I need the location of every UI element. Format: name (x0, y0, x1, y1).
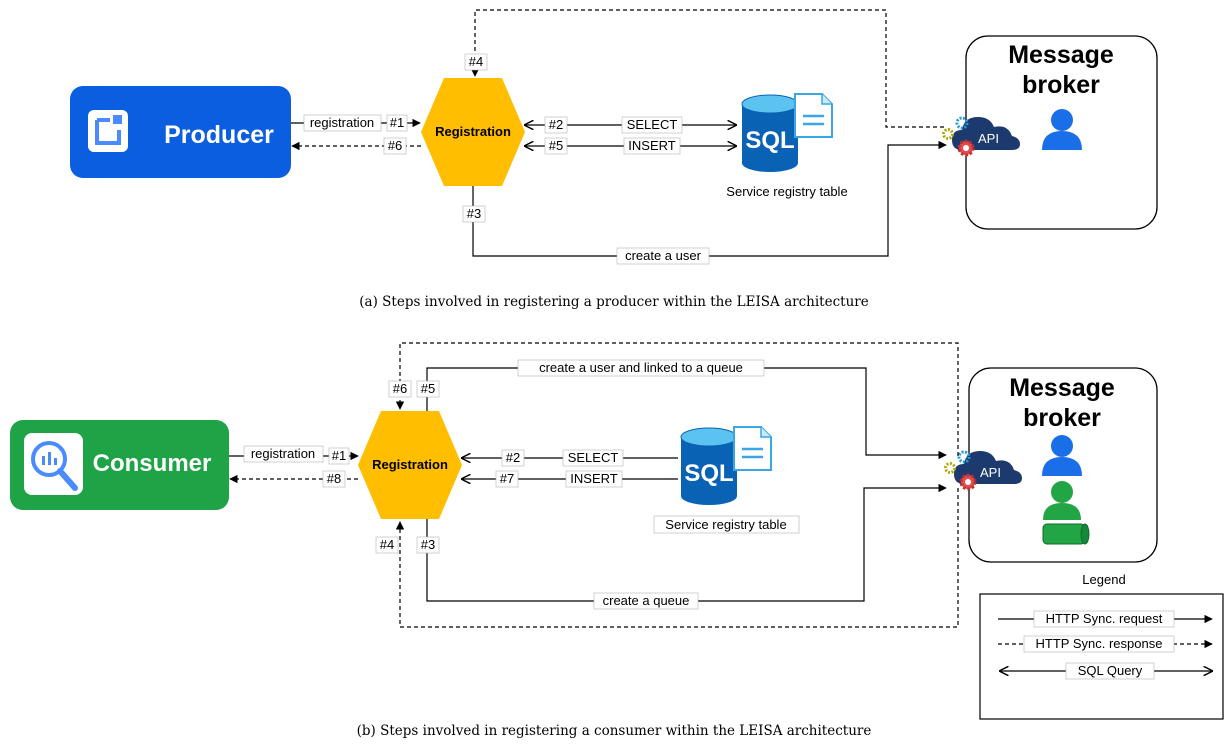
api-label-a: API (978, 131, 999, 146)
legend-http-request: HTTP Sync. request (1046, 611, 1163, 626)
legend-title: Legend (1082, 572, 1125, 587)
legend-http-response: HTTP Sync. response (1036, 636, 1163, 651)
label-select-a: SELECT (627, 117, 678, 132)
label-step5-a: #5 (549, 138, 563, 153)
edge-create-queue-b (426, 483, 947, 602)
edge-feedback-6-b (395, 342, 959, 456)
label-create-queue-b: create a queue (603, 593, 690, 608)
consumer-node: Consumer (10, 420, 229, 510)
registration-node-a: Registration (421, 78, 525, 186)
legend: Legend HTTP Sync. request HTTP Sync. res… (979, 572, 1224, 720)
edge-feedback-4-b (395, 488, 959, 628)
registration-label-b: Registration (372, 457, 448, 472)
api-label-b: API (980, 465, 1001, 480)
queue-user-icon (1042, 481, 1090, 545)
consumer-label: Consumer (93, 450, 212, 477)
label-insert-b: INSERT (570, 471, 617, 486)
label-step4-b: #4 (380, 537, 394, 552)
part-a: Producer Registration SQL Service regist… (70, 9, 1158, 310)
label-step5-b: #5 (421, 381, 435, 396)
edges-b: registration #1 #8 #2 SELECT #7 INSERT #… (229, 342, 959, 628)
edge-create-user-a (472, 140, 947, 257)
edges-a: registration #1 #6 #2 SELECT #5 INSERT #… (291, 9, 947, 265)
label-step8-b: #8 (327, 471, 341, 486)
db-caption-a: Service registry table (726, 184, 847, 199)
part-b: Consumer Registration SQL Service regist… (10, 342, 1224, 739)
label-step2-a: #2 (549, 117, 563, 132)
message-broker-a: Message broker API (942, 35, 1158, 230)
caption-a: (a) Steps involved in registering a prod… (359, 294, 868, 310)
label-step6-b: #6 (393, 381, 407, 396)
db-caption-b: Service registry table (665, 517, 786, 532)
edge-feedback-a (470, 9, 944, 128)
label-step4-a: #4 (469, 54, 483, 69)
label-create-user-queue-b: create a user and linked to a queue (539, 360, 743, 375)
sql-database-a: SQL Service registry table (726, 93, 848, 199)
label-create-user-a: create a user (625, 248, 702, 263)
producer-label: Producer (164, 121, 274, 149)
sql-database-b: SQL Service registry table (653, 426, 800, 534)
caption-b: (b) Steps involved in registering a cons… (357, 723, 872, 739)
broker-title-b1: Message (1009, 374, 1115, 402)
sql-icon-label-b: SQL (684, 460, 733, 487)
label-registration-b: registration (251, 446, 315, 461)
broker-title-a2: broker (1022, 71, 1100, 99)
user-icon-b (1042, 435, 1082, 476)
label-step6-a: #6 (388, 138, 402, 153)
consumer-analytics-icon (24, 433, 83, 495)
message-broker-b: Message broker API (944, 367, 1158, 563)
label-step1-b: #1 (332, 448, 346, 463)
sql-icon-label-a: SQL (745, 127, 794, 154)
label-insert-a: INSERT (628, 138, 675, 153)
legend-sql-query: SQL Query (1078, 663, 1143, 678)
producer-app-icon (88, 110, 128, 152)
label-step1-a: #1 (390, 115, 404, 130)
label-registration-a: registration (310, 115, 374, 130)
label-step3-b: #3 (421, 537, 435, 552)
label-select-b: SELECT (568, 450, 619, 465)
producer-node: Producer (70, 86, 291, 178)
registration-node-b: Registration (358, 411, 462, 519)
label-step7-b: #7 (500, 471, 514, 486)
label-step3-a: #3 (467, 206, 481, 221)
label-step2-b: #2 (506, 450, 520, 465)
api-cloud-icon: API (942, 116, 1020, 157)
broker-title-a1: Message (1008, 41, 1114, 69)
registration-label-a: Registration (435, 124, 511, 139)
user-icon-a (1042, 109, 1082, 150)
api-cloud-icon-b: API (944, 450, 1022, 491)
broker-title-b2: broker (1023, 404, 1101, 432)
